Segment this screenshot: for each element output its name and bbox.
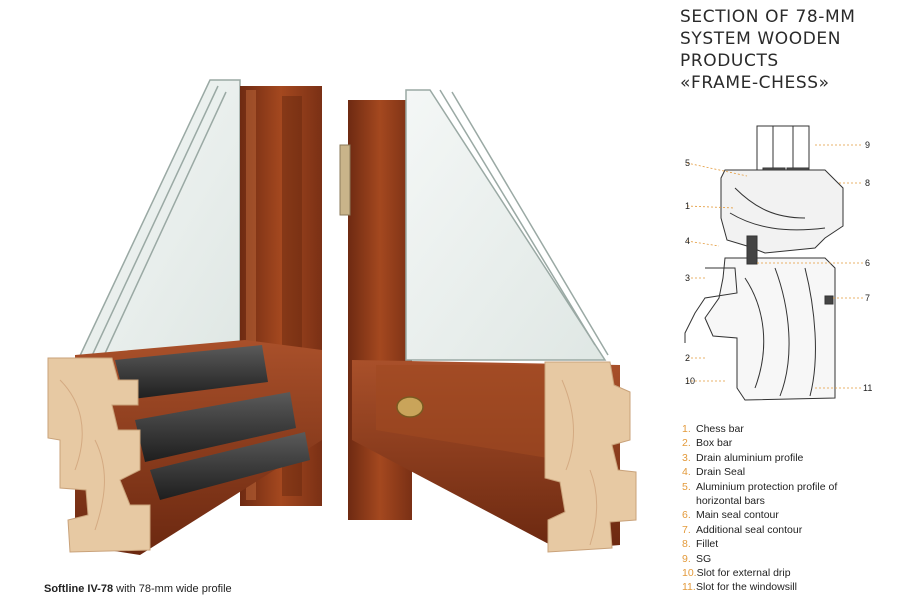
legend-text: Main seal contour: [696, 509, 779, 522]
cross-section-diagram: 5 1 4 3 2 10 9 8 6 7 11: [684, 125, 872, 401]
legend-item: 2. Box bar: [682, 436, 897, 450]
component-legend: 1. Chess bar 2. Box bar 3. Drain aluminium …: [682, 422, 897, 595]
legend-item: 9. SG: [682, 552, 897, 566]
legend-number: 5.: [682, 480, 691, 493]
legend-text: Fillet: [696, 538, 719, 551]
legend-item: 10.Slot for external drip: [682, 566, 897, 580]
diagram-label-7: 7: [865, 293, 870, 303]
legend-item: 8. Fillet: [682, 537, 897, 551]
diagram-label-2: 2: [685, 353, 690, 363]
diagram-label-6: 6: [865, 258, 870, 268]
diagram-label-3: 3: [685, 273, 690, 283]
legend-number: 2.: [682, 437, 691, 450]
legend-number: 9.: [682, 552, 691, 565]
left-window-corner: [47, 79, 322, 555]
title-line: SYSTEM WOODEN: [680, 29, 842, 49]
legend-item: 1. Chess bar: [682, 422, 897, 436]
legend-text: Aluminium protection profile of horizont…: [696, 480, 838, 508]
right-window-corner: [339, 89, 637, 553]
diagram-label-1: 1: [685, 201, 690, 211]
legend-number: 11.: [682, 581, 696, 594]
legend-number: 1.: [682, 423, 691, 435]
legend-text: Additional seal contour: [696, 523, 803, 536]
caption-product-name: Softline IV-78: [44, 583, 114, 595]
legend-number: 8.: [682, 538, 691, 551]
legend-text: Slot for the windowsill: [696, 581, 797, 594]
caption-description: with 78-mm wide profile: [113, 583, 232, 595]
legend-number: 3.: [682, 451, 691, 464]
legend-text: Drain aluminium profile: [696, 451, 804, 464]
diagram-label-11: 11: [863, 383, 872, 393]
section-title: SECTION OF 78-MM SYSTEM WOODEN PRODUCTS …: [680, 6, 890, 94]
legend-item: 7. Additional seal contour: [682, 523, 897, 537]
diagram-label-10: 10: [685, 376, 695, 386]
legend-text: Slot for external drip: [696, 567, 791, 580]
legend-item: 6. Main seal contour: [682, 508, 897, 522]
legend-number: 6.: [682, 509, 691, 522]
title-line: SECTION OF 78-MM: [680, 7, 856, 27]
title-line: «FRAME-CHESS»: [680, 73, 830, 93]
legend-text: Box bar: [696, 437, 733, 450]
legend-item: 3. Drain aluminium profile: [682, 451, 897, 465]
window-profile-photo: [47, 79, 637, 555]
diagram-label-9: 9: [865, 140, 870, 150]
diagram-label-8: 8: [865, 178, 870, 188]
legend-item: 11.Slot for the windowsill: [682, 580, 897, 594]
diagram-label-5: 5: [685, 158, 690, 168]
legend-text: SG: [696, 552, 712, 565]
title-line: PRODUCTS: [680, 51, 779, 71]
legend-item: 4. Drain Seal: [682, 465, 897, 479]
photo-caption: Softline IV-78 with 78-mm wide profile: [44, 583, 232, 595]
legend-number: 7.: [682, 523, 691, 536]
legend-number: 4.: [682, 466, 691, 479]
legend-text: Drain Seal: [696, 466, 746, 479]
legend-item: 5. Aluminium protection profile of horizo…: [682, 480, 897, 509]
diagram-label-4: 4: [685, 236, 690, 246]
legend-number: 10.: [682, 567, 697, 580]
legend-text: Chess bar: [696, 423, 744, 435]
